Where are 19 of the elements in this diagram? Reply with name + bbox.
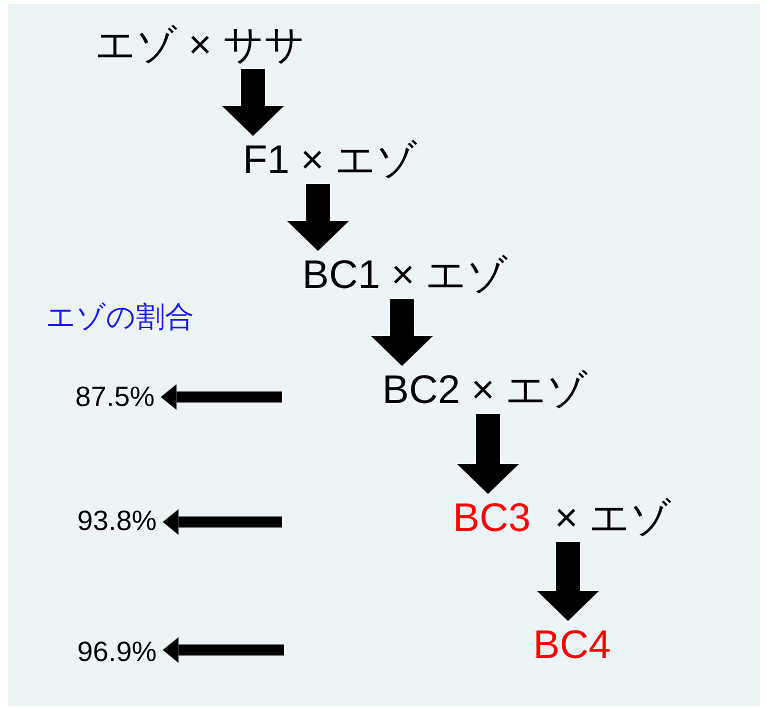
percentage-label: 96.9% bbox=[77, 636, 157, 667]
percentage-label: 87.5% bbox=[75, 381, 155, 412]
cross-label: F1 × エゾ bbox=[242, 138, 418, 182]
arrow bbox=[162, 637, 284, 663]
arrow bbox=[287, 184, 349, 251]
arrow bbox=[457, 414, 519, 494]
legend-heading: エゾの割合 bbox=[46, 304, 194, 332]
cross-label: BC2 × エゾ bbox=[382, 368, 588, 412]
cross-label: エゾ × ササ bbox=[95, 23, 305, 67]
generation-label: BC4 bbox=[533, 623, 611, 667]
cross-label: × エゾ bbox=[554, 496, 672, 540]
generation-label: BC3 bbox=[452, 496, 531, 540]
cross-label: BC1 × エゾ bbox=[302, 253, 508, 297]
arrow bbox=[537, 542, 599, 621]
arrow bbox=[371, 299, 433, 366]
arrow bbox=[160, 384, 282, 410]
arrow bbox=[222, 69, 284, 136]
arrow bbox=[162, 509, 282, 535]
percentage-label: 93.8% bbox=[77, 505, 157, 536]
